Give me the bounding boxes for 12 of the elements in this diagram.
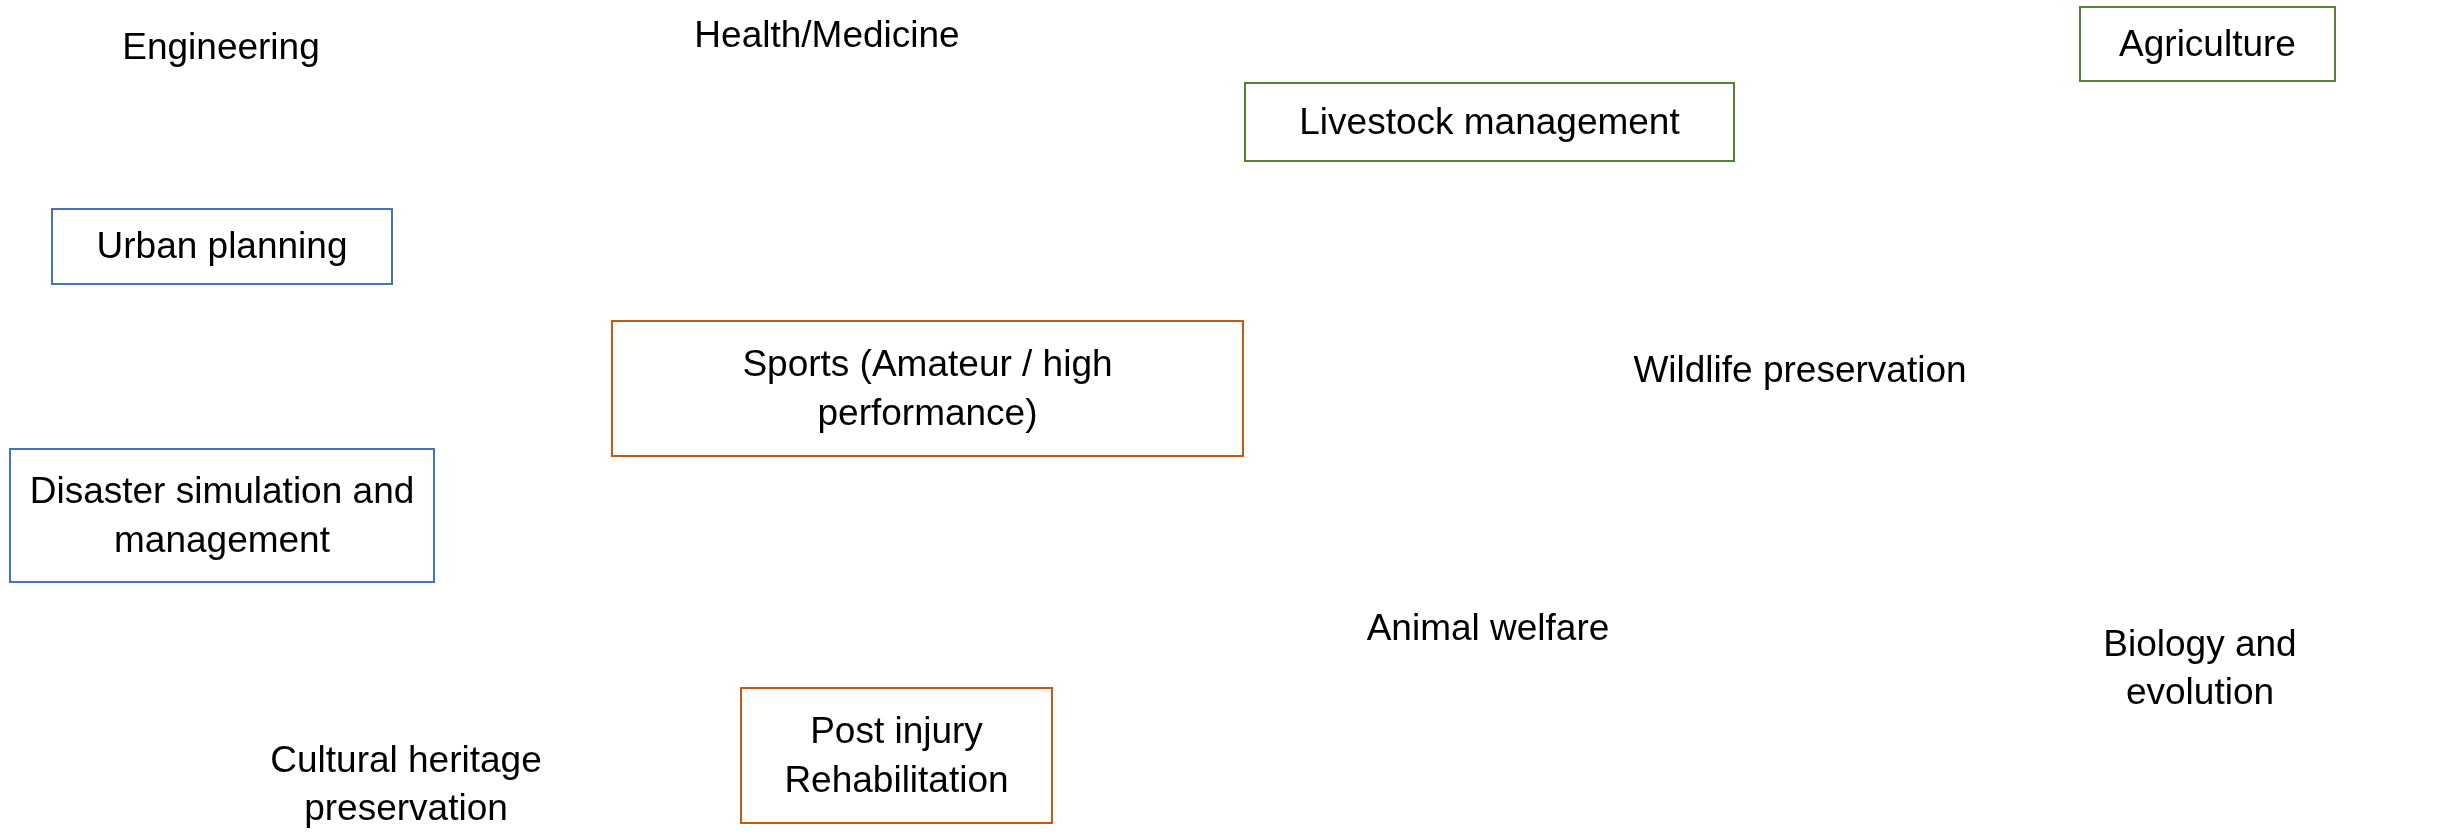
field-label: Health/Medicine bbox=[694, 12, 960, 57]
text-box: Disaster simulation and management bbox=[9, 448, 435, 583]
text-box: Urban planning bbox=[51, 208, 393, 285]
text-box: Post injury Rehabilitation bbox=[740, 687, 1053, 824]
field-label: Engineering bbox=[122, 24, 320, 69]
field-label: Wildlife preservation bbox=[1633, 347, 1967, 392]
field-label: Animal welfare bbox=[1366, 605, 1610, 650]
text-box: Sports (Amateur / high performance) bbox=[611, 320, 1244, 457]
text-box: Livestock management bbox=[1244, 82, 1735, 162]
text-box: Agriculture bbox=[2079, 6, 2336, 82]
field-label: Biology and evolution bbox=[2102, 621, 2298, 714]
field-label: Cultural heritage preservation bbox=[269, 737, 543, 830]
